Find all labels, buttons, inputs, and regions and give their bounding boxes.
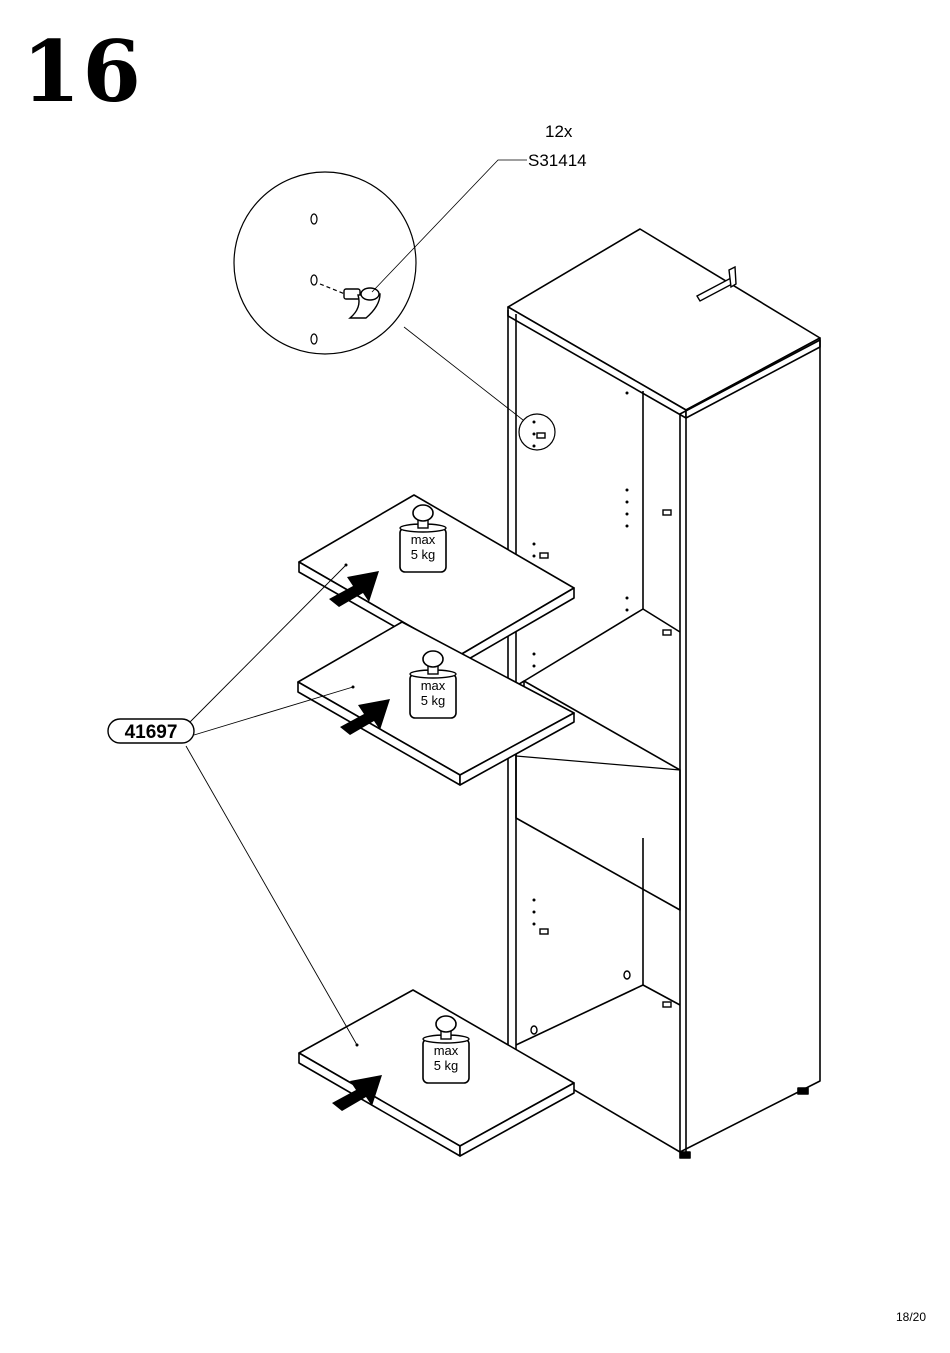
load-line1: max: [421, 678, 446, 693]
shelf-pin-detail: [344, 288, 380, 318]
load-line1: max: [411, 532, 436, 547]
pin-holes: [533, 392, 629, 926]
leader-dots: [345, 564, 359, 1047]
shelf-part-label: 41697: [108, 719, 194, 743]
load-line1: max: [434, 1043, 459, 1058]
shelf-top: [299, 495, 574, 655]
load-line2: 5 kg: [411, 547, 436, 562]
cam-holes: [531, 971, 630, 1034]
shelf-part-code: 41697: [125, 722, 178, 743]
load-line2: 5 kg: [421, 693, 446, 708]
detail-magnifier: [234, 160, 555, 450]
cabinet: [508, 229, 820, 1158]
shelf-part-leaders: [186, 565, 357, 1045]
load-line2: 5 kg: [434, 1058, 459, 1073]
page-number: 18/20: [896, 1310, 926, 1324]
